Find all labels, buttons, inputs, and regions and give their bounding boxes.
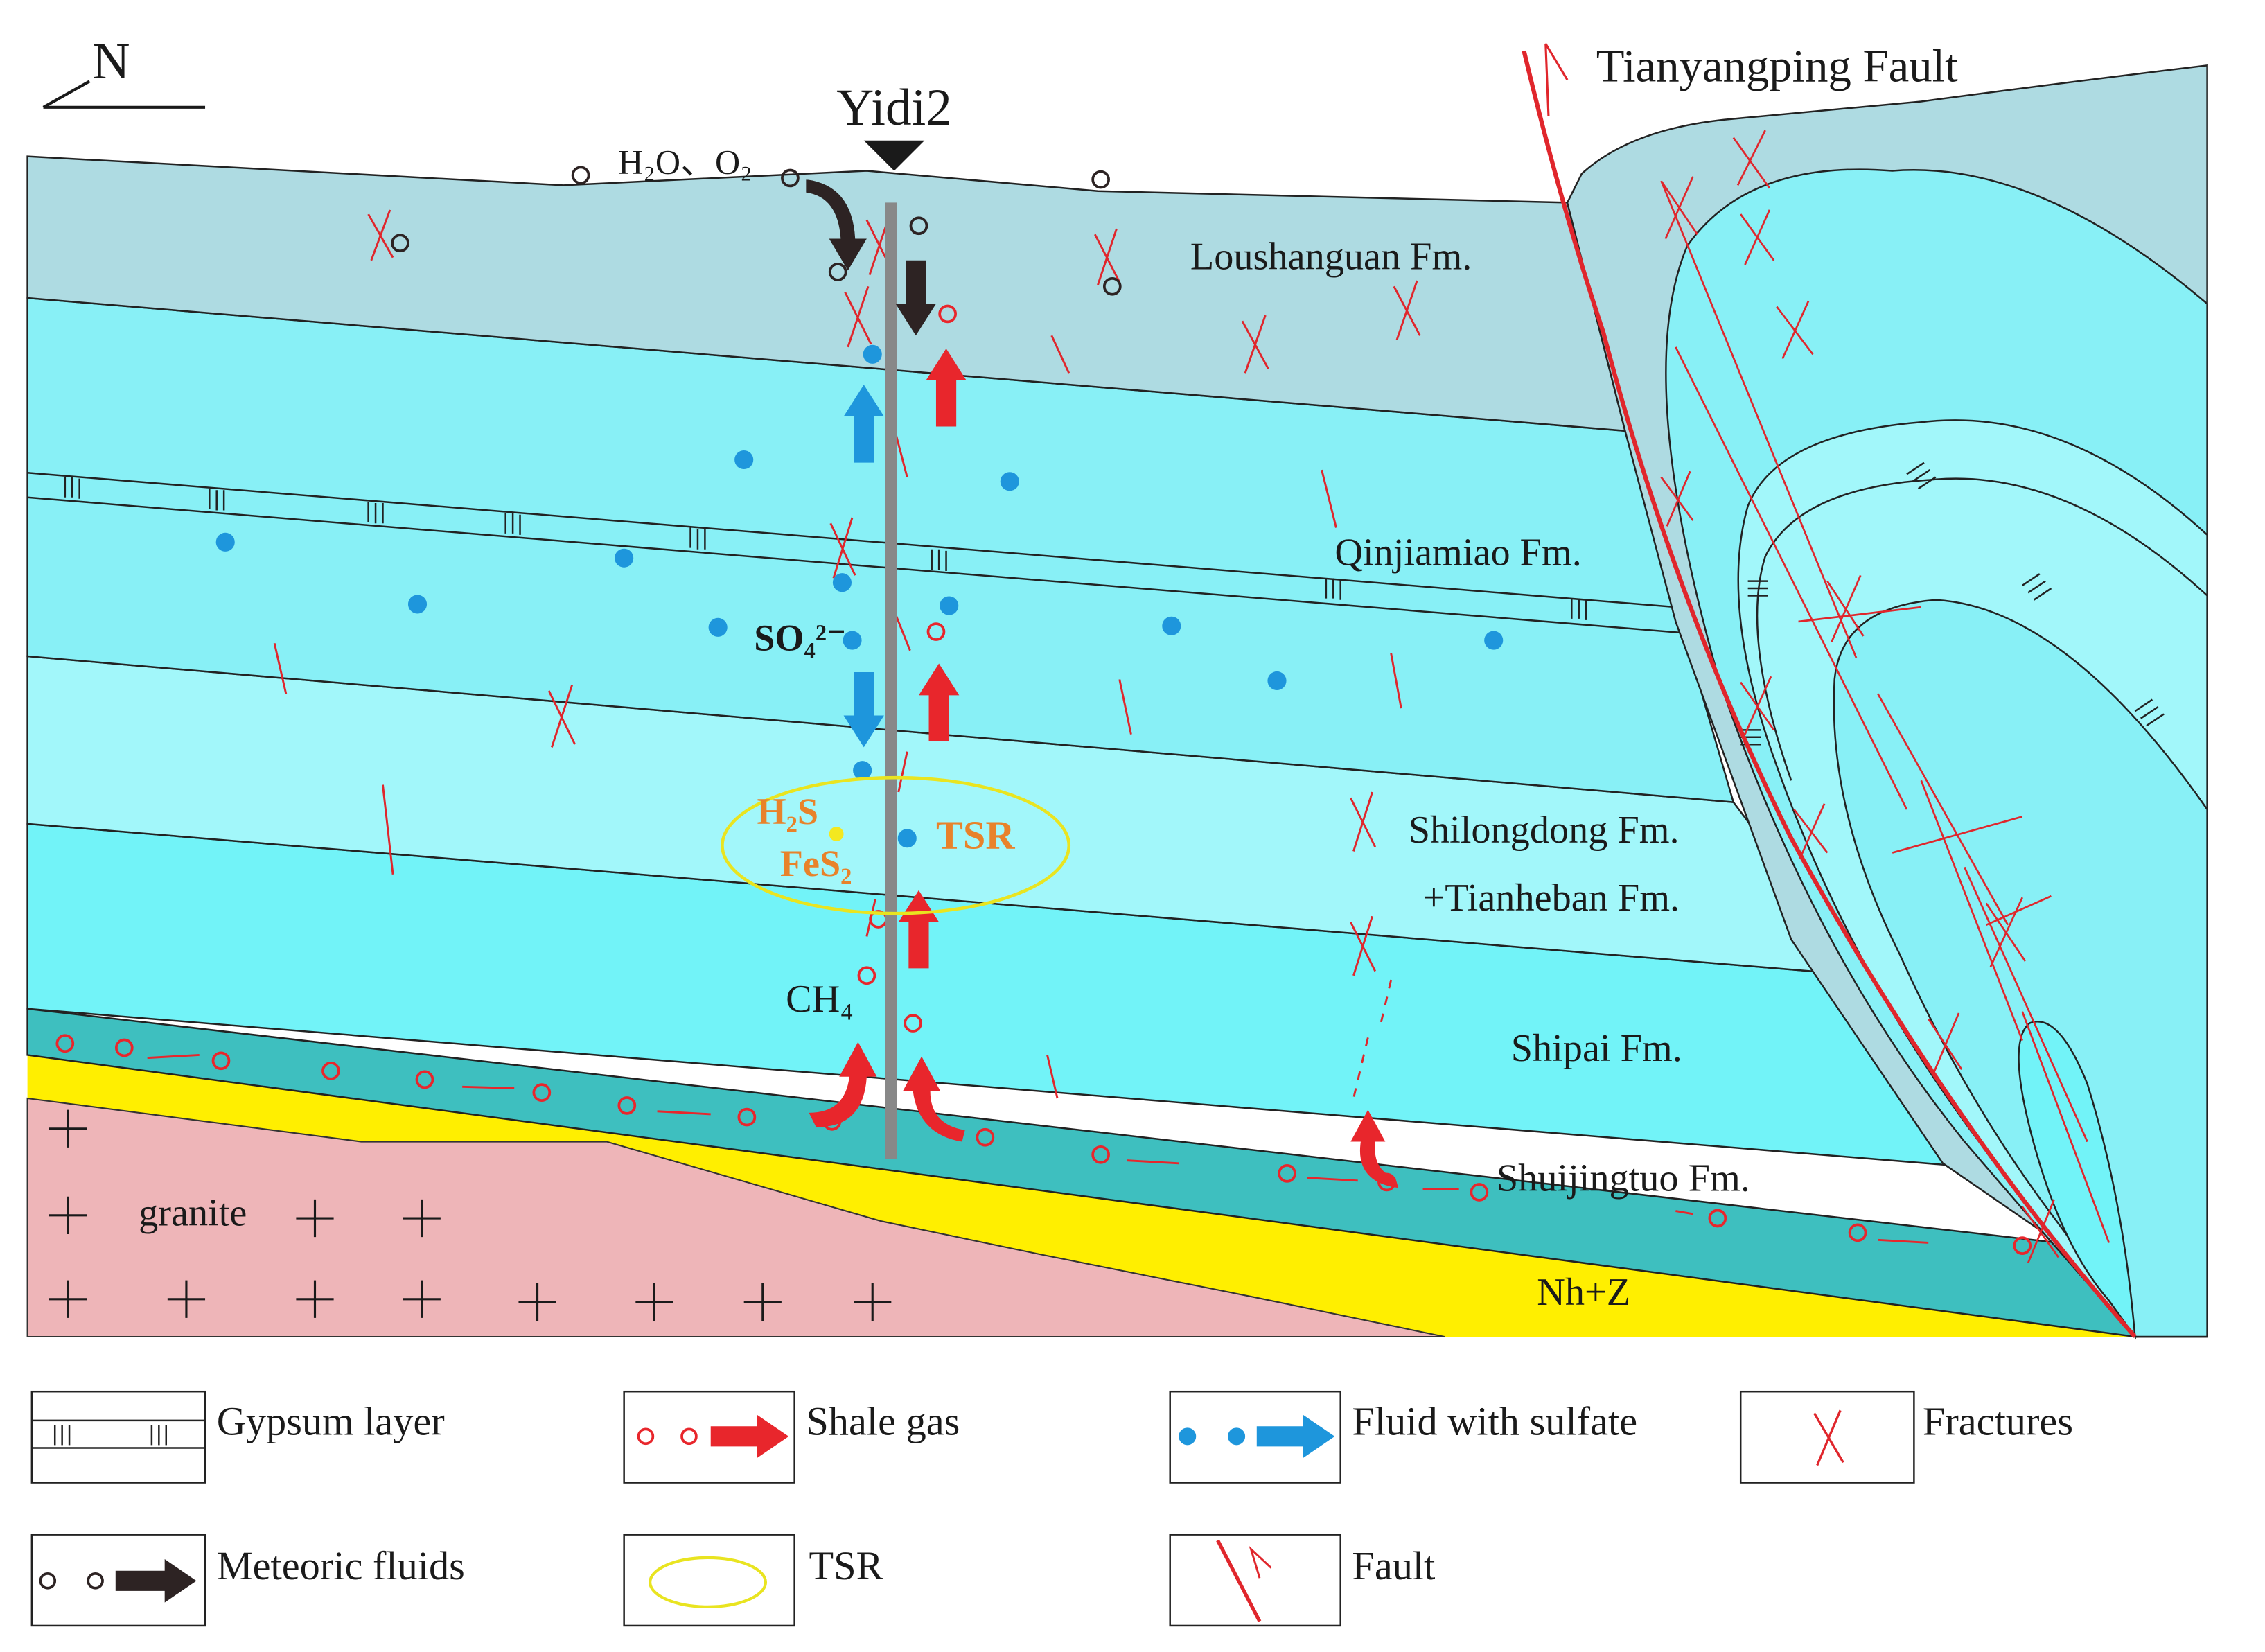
svg-text:Fractures: Fractures xyxy=(1923,1399,2073,1444)
gypsum-band xyxy=(27,472,1676,608)
svg-text:Shale gas: Shale gas xyxy=(806,1399,960,1444)
granite-label: granite xyxy=(139,1191,247,1234)
well-marker xyxy=(863,140,925,171)
strata-left xyxy=(26,155,2138,1338)
legend-meteoric-fluids: Meteoric fluids xyxy=(30,1534,465,1627)
meteoric-circles xyxy=(391,216,1122,296)
legend-gypsum-layer: Gypsum layer xyxy=(30,1390,445,1484)
fractures xyxy=(273,209,1421,1099)
tianyangping-fault xyxy=(1522,43,2137,1339)
loushanguan-label: Loushanguan Fm. xyxy=(1190,235,1472,278)
legend-fault: Fault xyxy=(1169,1534,1435,1627)
methane-label: CH₄ xyxy=(786,978,854,1021)
sulfate-arrows xyxy=(843,385,884,748)
sulfate-dots xyxy=(215,344,1504,848)
sulfate-label: SO₄²⁻ xyxy=(754,617,846,659)
granite-crosses xyxy=(49,1109,892,1321)
h2s-label: H₂S xyxy=(757,791,818,832)
north-label: N xyxy=(92,33,130,90)
shuijingtuo-label: Shuijingtuo Fm. xyxy=(1497,1157,1750,1200)
surface-fluids-label: H₂O、O₂ xyxy=(618,143,752,182)
anticline-right xyxy=(1566,64,2208,1340)
svg-text:Meteoric fluids: Meteoric fluids xyxy=(217,1543,465,1588)
svg-text:Fault: Fault xyxy=(1352,1543,1435,1588)
meteoric-arrows xyxy=(806,179,936,336)
granite-layer xyxy=(26,1097,1445,1338)
tsr-label: TSR xyxy=(936,812,1015,857)
legend-fractures: Fractures xyxy=(1739,1390,2073,1484)
fes2-label: FeS₂ xyxy=(780,843,852,884)
legend-fluid-sulfate: Fluid with sulfate xyxy=(1169,1390,1637,1484)
tianheban-label: +Tianheban Fm. xyxy=(1423,877,1680,920)
shipai-label: Shipai Fm. xyxy=(1511,1027,1682,1070)
gypsum-ticks xyxy=(64,477,1587,620)
well-name: Yidi2 xyxy=(836,79,952,137)
shale-gas-arrows xyxy=(809,348,1399,1188)
shilongdong-label: Shilongdong Fm. xyxy=(1409,809,1680,852)
anticline-fractures xyxy=(1660,130,2110,1264)
legend: Gypsum layer Shale gas Fluid with sulfat… xyxy=(30,1390,2073,1627)
nhz-label: Nh+Z xyxy=(1537,1271,1630,1314)
north-arrow xyxy=(42,80,206,109)
fault-label: Tianyangping Fault xyxy=(1596,41,1958,91)
anticline-inner-2 xyxy=(1833,599,2208,1338)
well-borehole xyxy=(885,202,897,1159)
qinjiamiao-label: Qinjiamiao Fm. xyxy=(1334,531,1581,574)
loushanguan-layer xyxy=(26,155,1627,432)
tsr-zone xyxy=(721,775,1071,915)
svg-text:Gypsum layer: Gypsum layer xyxy=(217,1399,445,1444)
svg-text:TSR: TSR xyxy=(809,1543,883,1588)
legend-tsr: TSR xyxy=(623,1534,883,1627)
svg-text:Fluid with sulfate: Fluid with sulfate xyxy=(1352,1399,1637,1444)
legend-shale-gas: Shale gas xyxy=(623,1390,960,1484)
